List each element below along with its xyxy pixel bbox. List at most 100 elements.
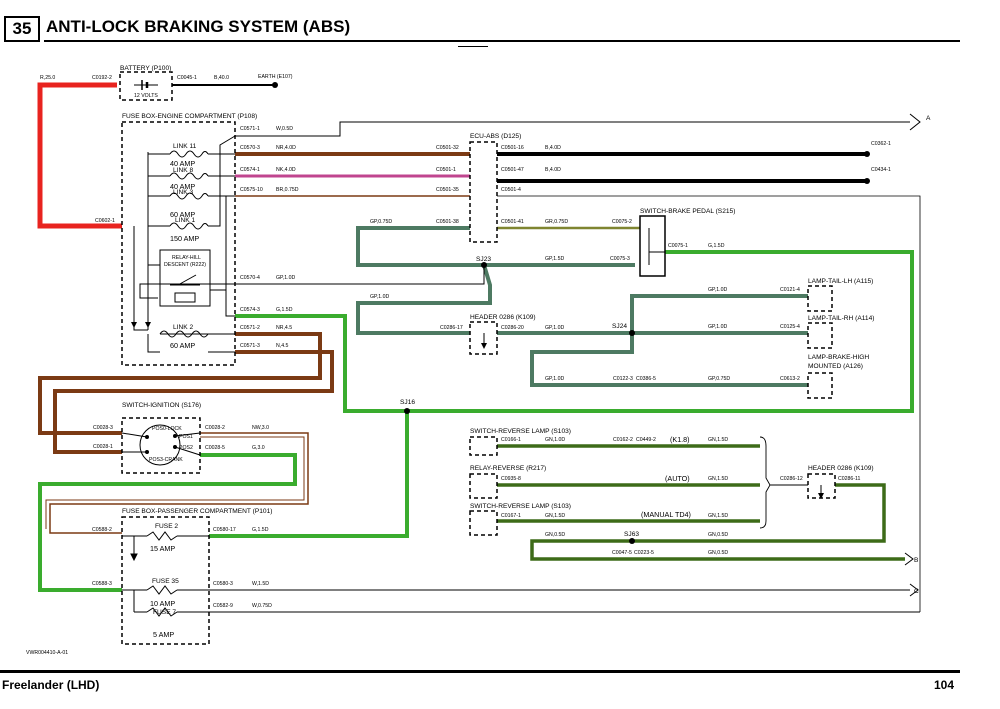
- label-switch-rev-2: SWITCH-REVERSE LAMP (S103): [470, 503, 571, 510]
- conn-c0571-1: C0571-1: [240, 126, 260, 132]
- wire-label-w05: W,0.5D: [276, 126, 293, 132]
- wire-label-gn15-d: GN,1.5D: [708, 513, 728, 519]
- conn-c0501-16: C0501-16: [501, 145, 524, 151]
- conn-c0075-3: C0075-3: [610, 256, 630, 262]
- wire-label-r25: R,25.0: [40, 75, 55, 81]
- conn-c0574-3: C0574-3: [240, 307, 260, 313]
- label-battery-sub: 12 VOLTS: [134, 93, 158, 99]
- conn-c0028-3: C0028-3: [93, 425, 113, 431]
- label-fuse35-amp: 10 AMP: [150, 599, 175, 608]
- conn-c0362-1: C0362-1: [871, 141, 891, 147]
- conn-c0028-5: C0028-5: [205, 445, 225, 451]
- label-variant-auto: (AUTO): [665, 474, 690, 483]
- wire-label-gp10-e: GP,1.0D: [708, 324, 727, 330]
- header-k109-box: [469, 321, 498, 355]
- wire-sj24-up: [630, 294, 808, 333]
- label-ign-pos3: POS3-CRANK: [149, 457, 183, 463]
- wire-label-b40d-1: B,4.0D: [545, 145, 561, 151]
- conn-c0501-4: C0501-4: [501, 187, 521, 193]
- conn-c0582-9: C0582-9: [213, 603, 233, 609]
- label-link2-amp: 60 AMP: [170, 341, 195, 350]
- passenger-fuse-symbols: [122, 531, 209, 617]
- fuse35-icon: [146, 585, 178, 595]
- wire-label-gn15-b: GN,1.5D: [708, 476, 728, 482]
- label-fuse2-amp: 15 AMP: [150, 544, 175, 553]
- wire-battery-positive: [37, 82, 122, 229]
- battery-symbol: [134, 80, 158, 90]
- label-relay-hill-1: RELAY-HILL: [172, 255, 201, 261]
- label-variant-k18: (K1.8): [670, 435, 690, 444]
- label-fuse35: FUSE 35: [152, 578, 179, 585]
- label-header-k109: HEADER 0286 (K109): [470, 314, 536, 321]
- label-link3: LINK 3: [173, 189, 193, 196]
- conn-c0166-1: C0166-1: [501, 437, 521, 443]
- wire-rev-header: [530, 483, 905, 561]
- link-fuse-symbols: [159, 150, 209, 338]
- label-link2: LINK 2: [173, 324, 193, 331]
- reverse-bracket: [759, 436, 771, 529]
- label-link11: LINK 11: [173, 143, 197, 150]
- link1-fuse-icon: [169, 222, 209, 230]
- conn-c0935-8: C0935-8: [501, 476, 521, 482]
- earth-e107-icon: [272, 82, 278, 88]
- wire-label-gn10: GN,1.0D: [545, 437, 565, 443]
- wire-label-nk40: NK,4.0D: [276, 167, 296, 173]
- conn-c0588-2: C0588-2: [92, 527, 112, 533]
- conn-c0434-1: C0434-1: [871, 167, 891, 173]
- conn-c0580-3: C0580-3: [213, 581, 233, 587]
- conn-c0122-3: C0122-3: [613, 376, 633, 382]
- link3-fuse-icon: [169, 192, 209, 200]
- ground-c0434-icon: [864, 178, 870, 184]
- ground-c0362-icon: [864, 151, 870, 157]
- wire-label-gn05-b: GN,0.5D: [708, 532, 728, 538]
- conn-c0580-17: C0580-17: [213, 527, 236, 533]
- label-sj16: SJ16: [400, 399, 415, 406]
- ignition-switch-symbol: [121, 424, 201, 466]
- switch-brake-internals: [648, 228, 665, 265]
- label-lamp-tail-rh: LAMP-TAIL-RH (A114): [808, 315, 874, 322]
- wire-label-gp075-b: GP,0.75D: [708, 376, 730, 382]
- ground-terminals: [272, 82, 870, 184]
- conn-c0223-5: C0223-5: [634, 550, 654, 556]
- wire-label-nr40: NR,4.0D: [276, 145, 296, 151]
- link8-fuse-icon: [169, 172, 209, 180]
- section-number: 35: [4, 16, 40, 42]
- conn-c0501-35: C0501-35: [436, 187, 459, 193]
- wire-label-gn15-a: GN,1.5D: [708, 437, 728, 443]
- label-ign-pos0: POS0-LOCK: [152, 426, 182, 432]
- conn-c0192-2: C0192-2: [92, 75, 112, 81]
- wire-label-g15-a: G,1.5D: [276, 307, 293, 313]
- link2-fuse-icon: [159, 330, 209, 338]
- wire-link2-n: [53, 350, 334, 454]
- label-fuse7-amp: 5 AMP: [153, 630, 174, 639]
- arrow-a-icon: [909, 113, 921, 131]
- conn-c0501-41: C0501-41: [501, 219, 524, 225]
- fuse2-icon: [146, 531, 178, 541]
- label-variant-manual: (MANUAL TD4): [641, 510, 691, 519]
- wire-sj23-header: [356, 264, 492, 335]
- wire-label-gp15: GP,1.5D: [545, 256, 564, 262]
- wire-c0570-4: [235, 265, 485, 285]
- conn-c0167-1: C0167-1: [501, 513, 521, 519]
- ecu-abs-box: [469, 141, 498, 243]
- conn-c0162-2: C0162-2: [613, 437, 633, 443]
- off-page-arrows: [904, 113, 921, 597]
- conn-c0449-2: C0449-2: [636, 437, 656, 443]
- fusebox-ground-arrows: [131, 322, 824, 499]
- wire-label-g30: G,3.0: [252, 445, 265, 451]
- label-header-k109-b: HEADER 0286 (K109): [808, 465, 874, 472]
- label-link1-amp: 150 AMP: [170, 234, 199, 243]
- wire-label-nw30: NW,3.0: [252, 425, 269, 431]
- drawing-id: VWR004410-A-01: [26, 650, 68, 656]
- label-offpage-c: C: [914, 588, 919, 595]
- conn-c0286-17: C0286-17: [440, 325, 463, 331]
- label-ign-pos2: POS2: [179, 445, 193, 451]
- footer-rule: [0, 670, 960, 673]
- wire-label-gp10-a: GP,1.0D: [276, 275, 295, 281]
- conn-c0570-4: C0570-4: [240, 275, 260, 281]
- footer-model: Freelander (LHD): [2, 678, 100, 692]
- label-switch-rev-1: SWITCH-REVERSE LAMP (S103): [470, 428, 571, 435]
- page-title: ANTI-LOCK BRAKING SYSTEM (ABS): [46, 17, 351, 36]
- header-tick: [458, 46, 488, 47]
- conn-c0588-3: C0588-3: [92, 581, 112, 587]
